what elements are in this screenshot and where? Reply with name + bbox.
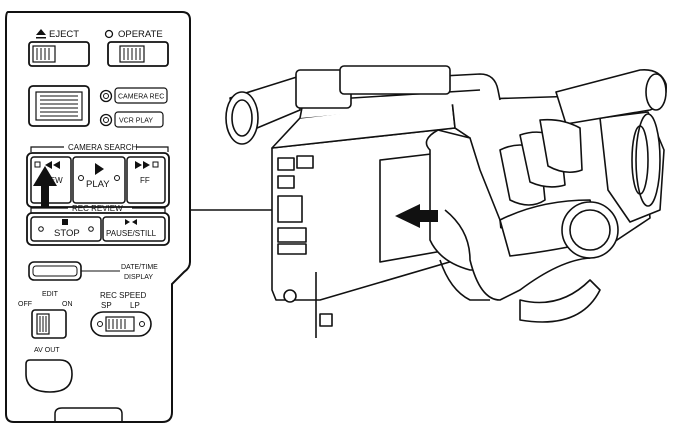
edit-label: EDIT	[42, 291, 59, 298]
eject-label-group: EJECT	[36, 29, 79, 40]
sp-label: SP	[101, 301, 112, 310]
rewind-icon	[45, 161, 60, 169]
stop-icon	[62, 219, 68, 225]
lp-label: LP	[130, 301, 140, 310]
fast-forward-icon	[135, 161, 150, 169]
operate-label: OPERATE	[118, 29, 163, 40]
edit-switch[interactable]	[31, 309, 67, 339]
eject-switch[interactable]	[28, 41, 90, 67]
vcr-play-label: VCR PLAY	[119, 118, 153, 125]
camera-search-bracket: CAMERA SEARCH	[30, 143, 169, 152]
operate-indicator	[104, 29, 114, 39]
stop-button[interactable]: STOP	[30, 216, 102, 242]
camera-search-label: CAMERA SEARCH	[68, 143, 138, 152]
play-button[interactable]: PLAY	[72, 156, 126, 204]
camera-rec-label: CAMERA REC	[118, 94, 164, 101]
pause-icon	[125, 219, 137, 225]
ff-button[interactable]: FF	[126, 156, 166, 204]
edit-on-label: ON	[62, 301, 73, 308]
date-time-button[interactable]	[28, 261, 82, 281]
stop-label: STOP	[54, 228, 80, 239]
play-icon	[95, 163, 104, 175]
mode-switch[interactable]	[28, 85, 90, 127]
pause-still-label: PAUSE/STILL	[106, 229, 157, 238]
av-out-label: AV OUT	[34, 347, 60, 354]
date-time-label: DATE/TIME	[121, 264, 158, 271]
play-label: PLAY	[86, 179, 110, 190]
rec-review-label: REC REVIEW	[72, 204, 123, 213]
camcorder-illustration	[225, 65, 667, 338]
operate-switch[interactable]	[107, 41, 169, 67]
rec-speed-label: REC SPEED	[100, 291, 146, 300]
camcorder-pointer-arrow	[395, 204, 438, 228]
edit-off-label: OFF	[18, 301, 32, 308]
camera-rec-indicator: CAMERA REC	[99, 87, 168, 104]
eject-icon	[36, 29, 46, 39]
eject-label: EJECT	[49, 29, 79, 40]
rec-speed-switch[interactable]	[90, 311, 152, 337]
display-label: DISPLAY	[124, 274, 153, 281]
pointer-arrow	[33, 166, 57, 208]
vcr-play-indicator: VCR PLAY	[99, 111, 164, 128]
rec-review-bracket: REC REVIEW	[30, 204, 166, 213]
av-out-jack[interactable]	[25, 359, 73, 393]
pause-still-button[interactable]: PAUSE/STILL	[102, 216, 166, 242]
ff-label: FF	[140, 176, 150, 185]
